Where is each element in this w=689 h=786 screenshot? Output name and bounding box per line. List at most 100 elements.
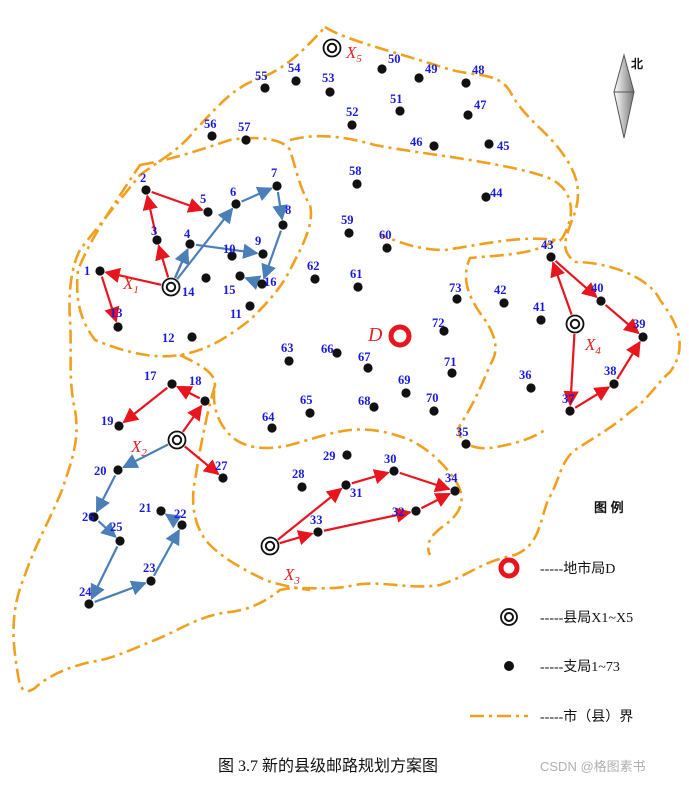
red-route-segment — [563, 333, 579, 407]
legend-branch-text: -----支局1~73 — [540, 659, 620, 675]
blue-route-segment — [164, 513, 182, 529]
north-arrow: 北 — [613, 53, 643, 139]
branch-dot — [363, 363, 373, 373]
branch-label: 39 — [633, 317, 646, 331]
branch-label: 7 — [271, 166, 277, 180]
blue-route-segment — [261, 230, 283, 280]
branch-dot — [291, 76, 301, 86]
blue-route-segment — [195, 243, 259, 259]
branch-dot — [84, 599, 94, 609]
branch-dot — [152, 235, 162, 245]
blue-route-segment — [272, 191, 288, 221]
red-route-segment — [399, 471, 451, 493]
branch-dot — [201, 273, 211, 283]
branch-dot — [200, 396, 210, 406]
branch-dot — [187, 332, 197, 342]
red-route-segment — [155, 244, 171, 278]
city-office-marker — [388, 324, 412, 348]
branch-dot — [499, 298, 509, 308]
branch-dot — [305, 408, 315, 418]
branch-label: 8 — [285, 203, 291, 217]
branch-label: 40 — [591, 281, 604, 295]
branch-label: 18 — [189, 374, 202, 388]
branch-label: 55 — [255, 69, 268, 83]
branch-dot — [241, 135, 251, 145]
branch-dot — [526, 383, 536, 393]
branch-label: 25 — [110, 520, 123, 534]
branch-label: 9 — [255, 234, 261, 248]
branch-dot — [203, 207, 213, 217]
branch-label: 11 — [230, 307, 242, 321]
blue-route-segment — [174, 248, 190, 279]
x3-boundary — [191, 384, 311, 592]
legend-branch-icon — [504, 661, 514, 671]
branch-label: 46 — [410, 135, 423, 149]
branch-label: 16 — [264, 275, 277, 289]
branch-dot — [207, 131, 217, 141]
branch-label: 32 — [392, 505, 405, 519]
branch-label: 10 — [223, 242, 236, 256]
north-label: 北 — [631, 56, 643, 71]
red-route-segment — [616, 340, 641, 380]
branch-dot — [115, 536, 125, 546]
branch-label: 57 — [238, 120, 251, 134]
branch-label: 60 — [379, 228, 392, 242]
branch-dot — [146, 576, 156, 586]
branch-label: 72 — [432, 316, 445, 330]
branch-dot — [481, 192, 491, 202]
red-route-segment — [175, 385, 201, 400]
branch-label: 12 — [162, 331, 175, 345]
branch-label: 64 — [262, 410, 275, 424]
branch-label: 3 — [151, 224, 157, 238]
branch-label: 59 — [341, 213, 354, 227]
legend-title: 图 例 — [594, 500, 624, 515]
branch-dot — [89, 512, 99, 522]
branch-dot — [536, 315, 546, 325]
branch-dot — [185, 239, 195, 249]
blue-routes — [90, 186, 288, 603]
branch-dot — [258, 249, 268, 259]
red-route-segment — [122, 386, 168, 424]
red-route-segment — [550, 261, 573, 315]
red-route-segment — [574, 386, 611, 409]
county-office-label: X4 — [584, 335, 601, 357]
branch-dot — [347, 120, 357, 130]
branch-label: 54 — [288, 61, 301, 75]
blue-route-segment — [90, 545, 119, 600]
branch-dot — [227, 251, 237, 261]
branch-dot — [342, 450, 352, 460]
branch-dot — [344, 228, 354, 238]
branch-dot — [389, 466, 399, 476]
branch-label: 27 — [215, 459, 228, 473]
branch-label: 28 — [292, 467, 305, 481]
red-route-segment — [151, 190, 204, 213]
branch-label: 21 — [139, 501, 152, 515]
branch-dot — [382, 243, 392, 253]
x4-boundary — [457, 238, 556, 450]
branch-label: 62 — [307, 259, 320, 273]
red-route-segment — [184, 445, 220, 476]
branch-label: 37 — [562, 392, 575, 406]
red-route-segment — [277, 487, 343, 541]
branch-label: 45 — [497, 139, 510, 153]
branch-label: 68 — [358, 394, 371, 408]
blue-route-segment — [176, 207, 234, 280]
red-route-segment — [420, 492, 452, 510]
branch-label: 44 — [490, 186, 503, 200]
boundary-lines — [12, 25, 681, 693]
branch-label: 14 — [182, 285, 195, 299]
branch-dot — [284, 356, 294, 366]
branch-label: 52 — [346, 105, 359, 119]
x5-boundary — [289, 134, 573, 252]
branch-label: 51 — [390, 92, 403, 106]
branch-dot — [325, 87, 335, 97]
legend: 图 例 -----地市局D -----县局X1~X5 -----支局1~73 -… — [470, 500, 633, 725]
branch-label: 33 — [310, 513, 323, 527]
branch-dot — [369, 402, 379, 412]
branch-label: 67 — [358, 350, 371, 364]
outer-boundary — [12, 25, 681, 693]
branch-label: 42 — [494, 283, 507, 297]
branch-dot — [596, 296, 606, 306]
